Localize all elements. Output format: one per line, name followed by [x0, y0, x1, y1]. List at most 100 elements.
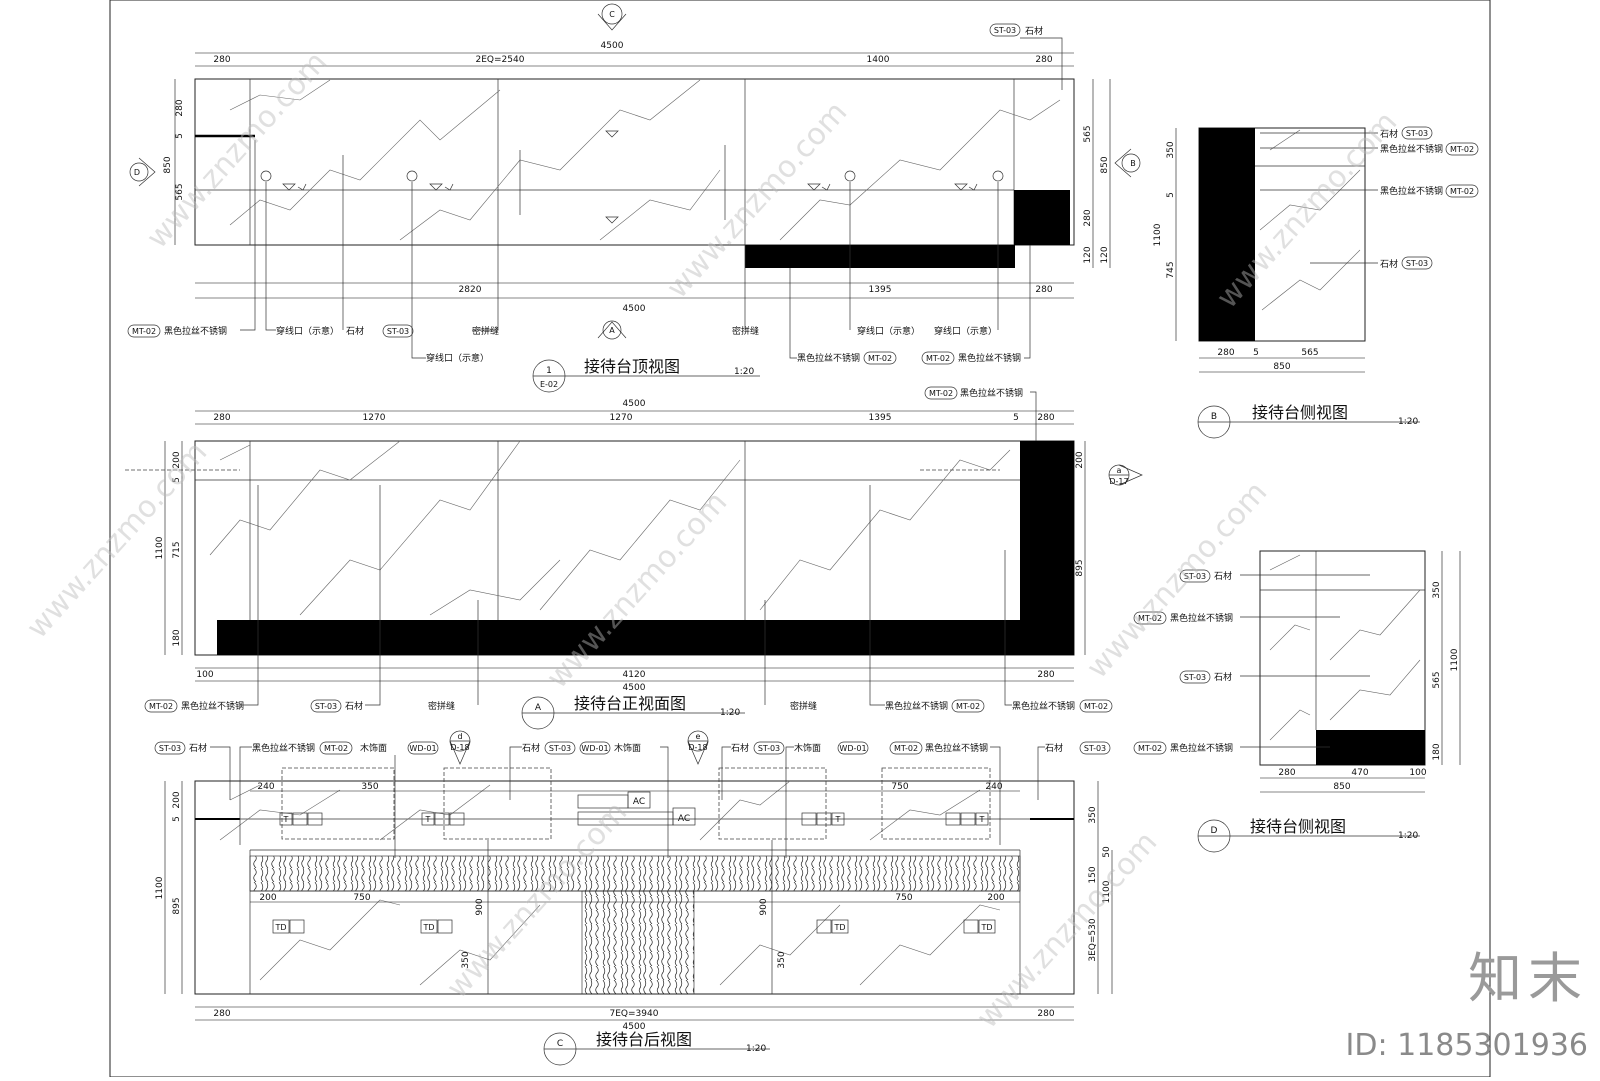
svg-text:黑色拉丝不锈钢: 黑色拉丝不锈钢 — [1380, 185, 1443, 197]
socket-group-1: T — [279, 812, 323, 826]
svg-text:1100: 1100 — [155, 536, 165, 559]
svg-text:850: 850 — [1273, 362, 1290, 372]
front-callouts: MT-02 黑色拉丝不锈钢 MT-02 黑色拉丝不锈钢 ST-03 石材 密拼缝… — [144, 386, 1113, 713]
marker-c: C — [597, 3, 627, 31]
svg-text:MT-02: MT-02 — [868, 354, 892, 363]
svg-text:A: A — [609, 326, 615, 335]
svg-text:MT-02: MT-02 — [894, 744, 918, 753]
svg-text:A: A — [535, 703, 542, 713]
svg-text:280: 280 — [1037, 1009, 1054, 1019]
svg-text:黑色拉丝不锈钢: 黑色拉丝不锈钢 — [960, 387, 1023, 399]
svg-text:MT-02: MT-02 — [926, 354, 950, 363]
svg-text:密拼缝: 密拼缝 — [472, 325, 499, 337]
svg-text:MT-02: MT-02 — [324, 744, 348, 753]
top-dim-4: 280 — [1035, 55, 1052, 65]
svg-text:MT-02: MT-02 — [1450, 187, 1474, 196]
svg-text:280: 280 — [1037, 670, 1054, 680]
front-black-steel-base — [217, 620, 1020, 655]
svg-text:200: 200 — [987, 893, 1004, 903]
svg-text:石材: 石材 — [189, 742, 207, 754]
svg-text:715: 715 — [172, 541, 182, 558]
top-view: 4500 280 2EQ=2540 1400 280 2820 1395 280… — [127, 3, 1141, 393]
svg-text:745: 745 — [1166, 261, 1176, 278]
svg-text:石材: 石材 — [1025, 25, 1043, 37]
svg-text:石材: 石材 — [1380, 258, 1398, 270]
back-dashed-box-3 — [718, 767, 827, 840]
svg-text:黑色拉丝不锈钢: 黑色拉丝不锈钢 — [885, 700, 948, 712]
svg-text:黑色拉丝不锈钢: 黑色拉丝不锈钢 — [797, 352, 860, 364]
svg-text:ST-03: ST-03 — [159, 744, 181, 753]
side-d-callouts: ST-03 石材 MT-02 黑色拉丝不锈钢 ST-03 石材 MT-02 黑色… — [1133, 569, 1370, 755]
svg-text:密拼缝: 密拼缝 — [428, 700, 455, 712]
svg-text:石材: 石材 — [1214, 671, 1232, 683]
svg-text:100: 100 — [1409, 768, 1426, 778]
svg-text:120: 120 — [1100, 246, 1110, 263]
svg-text:木饰面: 木饰面 — [794, 742, 821, 754]
top-dim-1: 280 — [213, 55, 230, 65]
svg-text:TD: TD — [274, 923, 286, 932]
back-dashed-box-4 — [881, 767, 991, 840]
back-view: T T AC AC T T TD TD — [154, 730, 1113, 1066]
watermark-6: www.znzmo.com — [1080, 475, 1274, 685]
svg-text:565: 565 — [175, 183, 185, 200]
side-b-callouts: 石材 ST-03 黑色拉丝不锈钢 MT-02 黑色拉丝不锈钢 MT-02 石材 … — [1260, 126, 1479, 270]
svg-text:ST-03: ST-03 — [387, 327, 409, 336]
watermark-1: www.znzmo.com — [140, 45, 334, 255]
svg-text:D-18: D-18 — [450, 743, 469, 752]
side-b-title-text: 接待台侧视图 — [1252, 403, 1348, 422]
svg-text:MT-02: MT-02 — [1138, 614, 1162, 623]
svg-text:C: C — [609, 10, 615, 19]
top-dim-b1: 2820 — [459, 285, 482, 295]
svg-text:1270: 1270 — [363, 413, 386, 423]
top-dim-total-b: 4500 — [623, 304, 646, 314]
svg-text:黑色拉丝不锈钢: 黑色拉丝不锈钢 — [1012, 700, 1075, 712]
svg-text:850: 850 — [1333, 782, 1350, 792]
svg-text:900: 900 — [759, 898, 769, 915]
svg-text:350: 350 — [1432, 581, 1442, 598]
svg-text:1:20: 1:20 — [734, 367, 754, 377]
svg-text:280: 280 — [175, 99, 185, 116]
svg-text:石材: 石材 — [1214, 570, 1232, 582]
back-view-title-text: 接待台后视图 — [596, 1030, 692, 1049]
svg-text:TD: TD — [833, 923, 845, 932]
svg-text:850: 850 — [163, 156, 173, 173]
svg-text:D-18: D-18 — [688, 743, 707, 752]
watermark-2: www.znzmo.com — [660, 95, 854, 305]
svg-text:MT-02: MT-02 — [1450, 145, 1474, 154]
svg-text:180: 180 — [172, 629, 182, 646]
front-black-steel-end — [1020, 441, 1074, 655]
marker-d-top: D — [129, 157, 156, 187]
svg-text:5: 5 — [175, 133, 185, 139]
svg-text:565: 565 — [1432, 671, 1442, 688]
td-socket-1: TD — [272, 919, 305, 934]
svg-text:200: 200 — [172, 451, 182, 468]
top-dim-b2: 1395 — [869, 285, 892, 295]
svg-text:密拼缝: 密拼缝 — [732, 325, 759, 337]
watermark-5: www.znzmo.com — [540, 485, 734, 695]
svg-text:黑色拉丝不锈钢: 黑色拉丝不锈钢 — [164, 325, 227, 337]
side-d-title-text: 接待台侧视图 — [1250, 817, 1346, 836]
svg-text:900: 900 — [475, 898, 485, 915]
svg-text:350: 350 — [361, 782, 378, 792]
side-b-title: B 接待台侧视图 1:20 — [1197, 403, 1420, 439]
svg-text:石材: 石材 — [1380, 128, 1398, 140]
svg-text:1:20: 1:20 — [1398, 831, 1418, 841]
svg-text:T: T — [979, 815, 985, 824]
svg-text:200: 200 — [1075, 451, 1085, 468]
svg-text:E-02: E-02 — [540, 380, 558, 389]
svg-text:石材: 石材 — [1045, 742, 1063, 754]
side-view-d: 280 470 100 850 350 1100 565 180 ST-03 石… — [1133, 550, 1461, 853]
svg-text:280: 280 — [1037, 413, 1054, 423]
side-d-title: D 接待台侧视图 1:20 — [1197, 817, 1420, 853]
top-view-title: 1 E-02 接待台顶视图 1:20 — [532, 357, 760, 393]
svg-text:5: 5 — [1166, 192, 1176, 198]
svg-text:密拼缝: 密拼缝 — [790, 700, 817, 712]
top-view-title-text: 接待台顶视图 — [584, 357, 680, 376]
marker-a-d17: a D-17 — [1108, 464, 1143, 486]
svg-text:石材: 石材 — [346, 325, 364, 337]
svg-text:MT-02: MT-02 — [929, 389, 953, 398]
svg-text:穿线口（示意）: 穿线口（示意） — [934, 325, 997, 337]
svg-text:ST-03: ST-03 — [1406, 129, 1428, 138]
svg-text:565: 565 — [1083, 125, 1093, 142]
